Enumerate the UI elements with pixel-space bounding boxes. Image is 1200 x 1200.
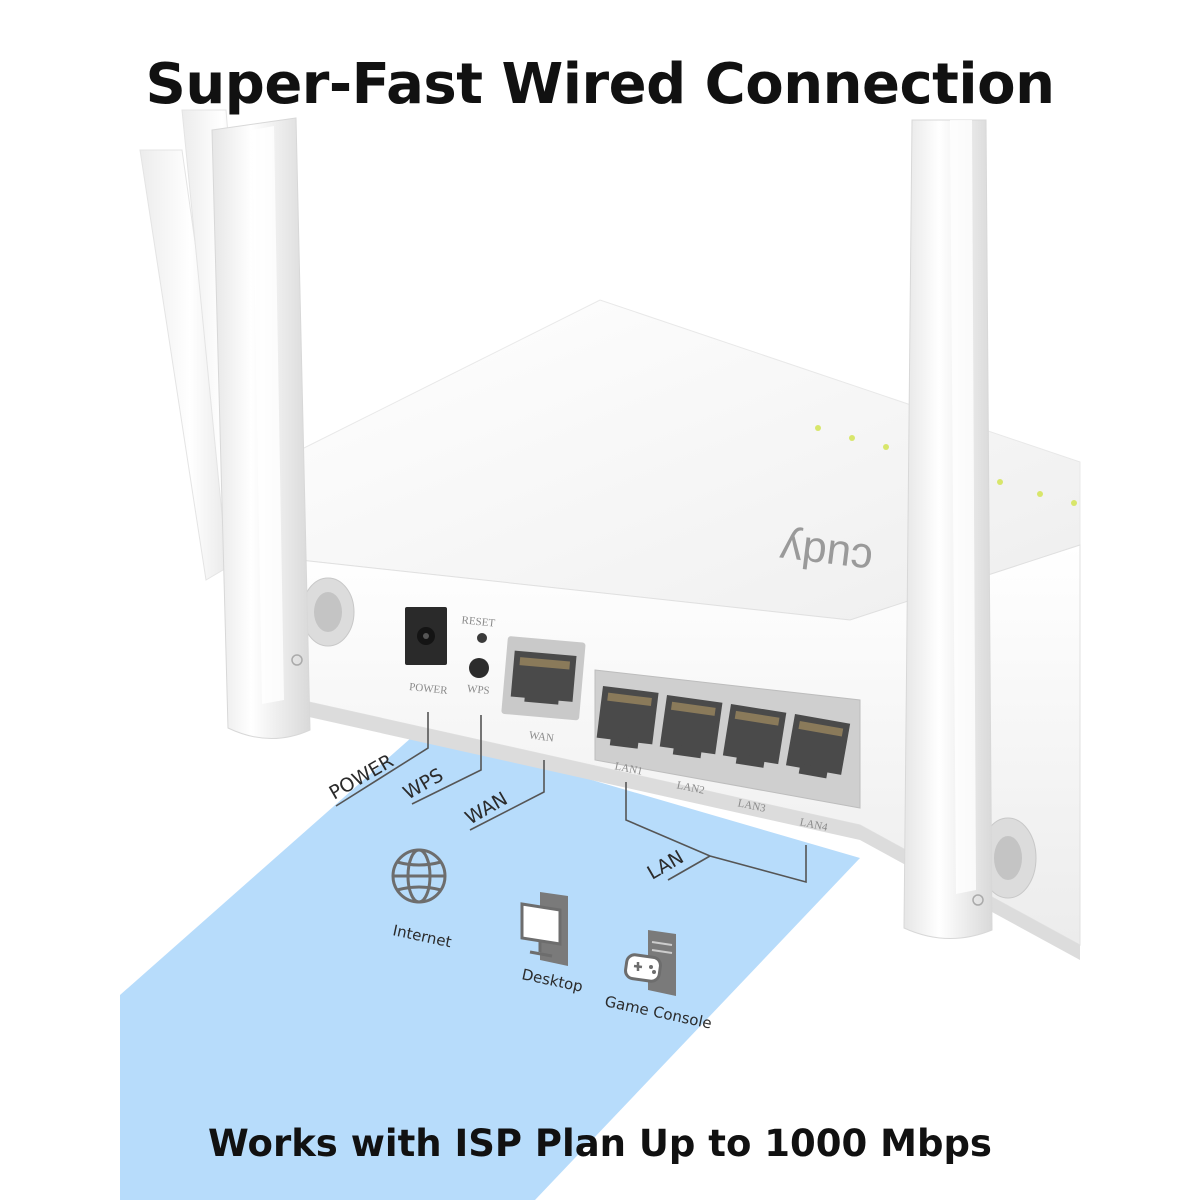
- lan1-port-label: LAN1: [614, 760, 644, 778]
- lan4-port-label: LAN4: [799, 816, 829, 834]
- callout-lines: [335, 712, 807, 884]
- wps-button: [469, 658, 489, 678]
- headline: Super-Fast Wired Connection: [145, 52, 1055, 117]
- lan-port-4: [785, 714, 851, 779]
- lan-port-2: [659, 695, 723, 759]
- power-jack: [405, 607, 447, 665]
- wps-port-label: WPS: [466, 683, 490, 697]
- desktop-icon: [520, 892, 568, 966]
- brand-logo: cudy: [777, 524, 875, 584]
- power-port-label: POWER: [409, 681, 449, 697]
- wan-port: [501, 636, 586, 721]
- game-console-icon: [624, 930, 676, 996]
- lan-port-1: [596, 686, 659, 749]
- left-antenna: [211, 117, 355, 739]
- globe-icon: [391, 848, 447, 904]
- floor-highlight: [120, 730, 860, 1200]
- lan2-port-label: LAN2: [676, 779, 706, 797]
- reset-pinhole: [477, 633, 487, 643]
- right-antenna: [903, 119, 1037, 939]
- wan-port-label: WAN: [528, 729, 555, 744]
- lan3-port-label: LAN3: [737, 797, 767, 815]
- lan-port-3: [722, 704, 787, 768]
- status-leds: [815, 425, 1077, 506]
- reset-port-label: RESET: [461, 614, 496, 629]
- tagline: Works with ISP Plan Up to 1000 Mbps: [208, 1122, 992, 1165]
